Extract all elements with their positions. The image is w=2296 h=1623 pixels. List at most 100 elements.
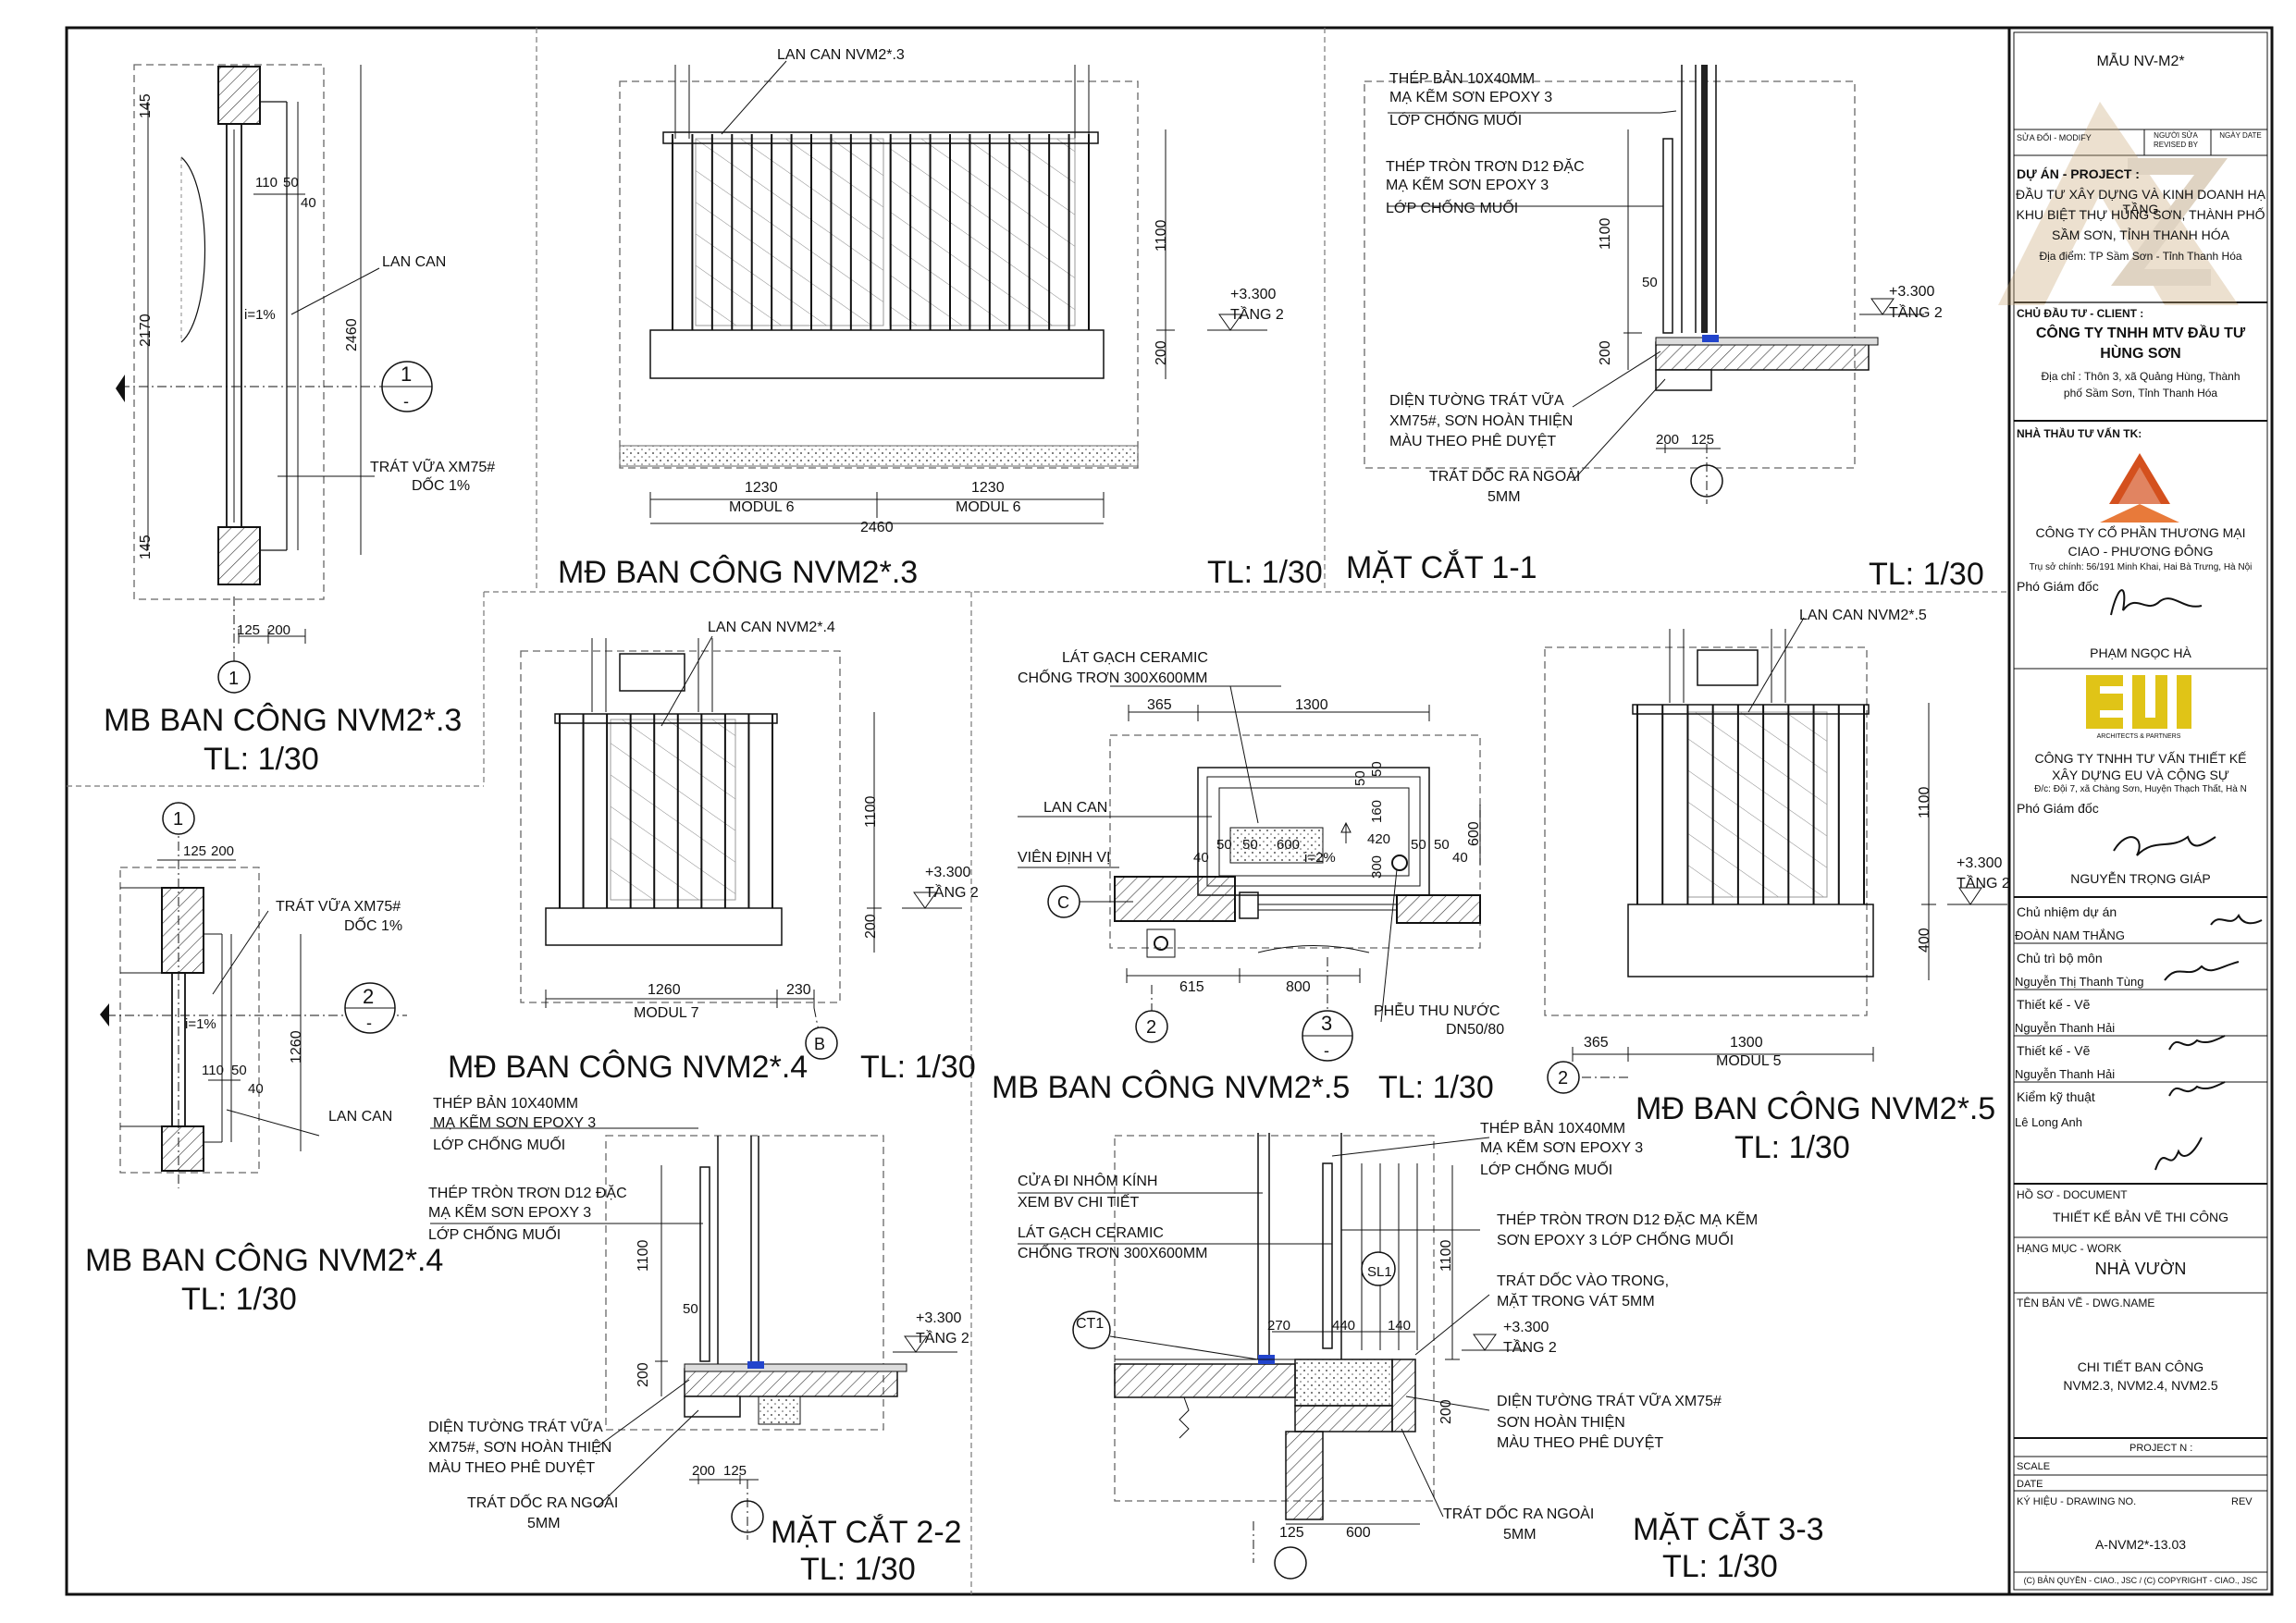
dim-text: 300: [1369, 855, 1385, 879]
marker-text: 2: [363, 985, 374, 1008]
note-lan-can: LAN CAN NVM2*.5: [1799, 608, 1927, 623]
note-line: MẠ KẼM SƠN EPOXY 3: [1480, 1137, 1643, 1156]
note-line: LỚP CHỐNG MUỐI: [1480, 1160, 1612, 1178]
note-line: LỚP CHỐNG MUỐI: [433, 1135, 565, 1153]
note-line: MÀU THEO PHÊ DUYỆT: [1497, 1433, 1663, 1451]
view-title: MẶT CẮT 2-2: [771, 1515, 962, 1550]
project-line-3: SẦM SƠN, TỈNH THANH HÓA: [2052, 227, 2229, 242]
client-line-1: CÔNG TY TNHH MTV ĐẦU TƯ: [2035, 326, 2246, 341]
role-2-name: Nguyễn Thị Thanh Tùng: [2015, 975, 2144, 989]
view-scale: TL: 1/30: [204, 742, 319, 777]
slope-text: i=1%: [244, 307, 276, 323]
drawing-no-label: KÝ HIỆU - DRAWING NO.: [2017, 1496, 2137, 1507]
view-title: MĐ BAN CÔNG NVM2*.4: [448, 1050, 808, 1085]
slope-text: i=2%: [1304, 850, 1336, 866]
note-line: TRÁT DỐC VÀO TRONG,: [1497, 1271, 1669, 1289]
consultant2-addr: Đ/c: Đội 7, xã Chàng Sơn, Huyện Thạch Th…: [2034, 784, 2247, 794]
dim-text: 50: [1369, 761, 1385, 777]
note-trat-vua: TRÁT VỮA XM75#: [276, 896, 401, 915]
note-line: MẶT TRONG VÁT 5MM: [1497, 1292, 1655, 1309]
note-line: MẠ KẼM SƠN EPOXY 3: [433, 1113, 596, 1131]
floor-text: TẦNG 2: [925, 883, 979, 901]
grid-marker-c: [1047, 885, 1080, 918]
sign-name-1: PHẠM NGỌC HÀ: [2090, 646, 2191, 660]
grid-marker-1: [217, 660, 251, 694]
note-line: MÀU THEO PHÊ DUYỆT: [428, 1458, 595, 1476]
dim-text: 600: [1466, 821, 1482, 846]
detail-marker-sl1: [1361, 1251, 1396, 1286]
view-title: MẶT CẮT 3-3: [1633, 1512, 1824, 1547]
dwg-label: TÊN BẢN VẼ - DWG.NAME: [2017, 1297, 2155, 1309]
md5-text: LAN CAN NVM2*.5 1100 400 +3.300 TẦNG 2 3…: [1558, 608, 2010, 1165]
rev-col-3: NGÀY DATE: [2219, 131, 2262, 140]
grid-marker-b: [805, 1027, 838, 1060]
view-title: MB BAN CÔNG NVM2*.5: [992, 1070, 1350, 1105]
note-line: THÉP TRÒN TRƠN D12 ĐẶC: [1386, 157, 1585, 175]
note-lan-can: LAN CAN NVM2*.4: [708, 620, 835, 635]
dim-text: MODUL 6: [729, 499, 795, 515]
note-line: MẠ KẼM SƠN EPOXY 3: [428, 1202, 591, 1221]
note-line: THÉP BẢN 10X40MM: [1389, 69, 1535, 87]
dim-text: 200: [211, 843, 234, 859]
work-value: NHÀ VƯỜN: [2094, 1260, 2187, 1278]
marker-text: 3: [1321, 1012, 1332, 1035]
dim-text: 40: [248, 1081, 264, 1097]
signatures: [2110, 589, 2263, 1171]
level-text: +3.300: [916, 1310, 961, 1326]
dim-text: 800: [1286, 979, 1311, 995]
title-block-frame: [2007, 26, 2274, 1596]
dim-text: 1100: [1917, 786, 1932, 818]
dim-text: 1100: [1598, 217, 1613, 250]
mb4-text: 1 125 200 TRÁT VỮA XM75# DỐC 1% i=1% 2 -…: [85, 809, 443, 1317]
mb3-plan: [116, 64, 433, 694]
dim-text: 50: [1434, 837, 1450, 853]
dim-text: MODUL 6: [956, 499, 1021, 515]
dim-text: 125: [237, 622, 260, 638]
mc3-section: [1018, 1133, 1526, 1580]
dim-text: 50: [1242, 837, 1258, 853]
mb5-text: LÁT GẠCH CERAMIC CHỐNG TRƠN 300X600MM 36…: [992, 648, 1504, 1105]
dim-text: 200: [692, 1463, 715, 1479]
dim-text: 200: [1656, 432, 1679, 448]
dim-text: 50: [1216, 837, 1232, 853]
mc1-section: [1364, 65, 1924, 504]
consultant2-line-2: XÂY DỰNG EU VÀ CỘNG SỰ: [2052, 768, 2229, 782]
dim-text: 2460: [860, 520, 894, 535]
dim-text: 50: [1352, 770, 1368, 786]
date-label: DATE: [2017, 1479, 2043, 1490]
marker-text: B: [814, 1035, 825, 1053]
dim-text: 50: [683, 1301, 698, 1317]
note-line: CHỐNG TRƠN 300X600MM: [1018, 668, 1207, 686]
dim-text: 200: [1598, 340, 1613, 365]
level-text: +3.300: [1503, 1320, 1549, 1335]
eu-logo-caption: ARCHITECTS & PARTNERS: [2096, 733, 2181, 740]
note-line: CỬA ĐI NHÔM KÍNH: [1018, 1172, 1157, 1189]
md4-elevation: [520, 635, 962, 1060]
client-addr-1: Địa chỉ : Thôn 3, xã Quảng Hùng, Thành: [2041, 370, 2240, 383]
mc2-section: [430, 1127, 957, 1540]
view-scale: TL: 1/30: [860, 1050, 976, 1085]
note-lan-can: LAN CAN: [1043, 800, 1107, 816]
document-value: THIẾT KẾ BẢN VẼ THI CÔNG: [2052, 1210, 2229, 1224]
dim-text: 140: [1388, 1318, 1411, 1334]
note-line: TRÁT DỐC RA NGOÀI: [1429, 466, 1580, 485]
note-line: DIỆN TƯỜNG TRÁT VỮA: [1389, 390, 1564, 409]
marker-text: 2: [1558, 1068, 1568, 1088]
dim-text: 420: [1367, 831, 1390, 847]
note-doc: DỐC 1%: [344, 916, 402, 934]
dim-text: 125: [1279, 1525, 1304, 1541]
client-line-2: HÙNG SƠN: [2100, 346, 2181, 362]
marker-text: -: [403, 392, 409, 411]
eu-logo: [2086, 675, 2191, 729]
dim-text: 400: [1917, 928, 1932, 953]
marker-text: 1: [173, 809, 183, 830]
grid-marker-2b: [1547, 1061, 1580, 1094]
note-line: CHỐNG TRƠN 300X600MM: [1018, 1243, 1207, 1261]
dim-text: 160: [1369, 800, 1385, 823]
mb3-text: 145 2170 145 2460 110 50 40 i=1% LAN CAN…: [104, 93, 495, 777]
view-scale: TL: 1/30: [1734, 1130, 1850, 1165]
view-scale: TL: 1/30: [800, 1552, 916, 1587]
ciao-logo: [2100, 453, 2179, 523]
note-line: MẠ KẼM SƠN EPOXY 3: [1389, 87, 1552, 105]
